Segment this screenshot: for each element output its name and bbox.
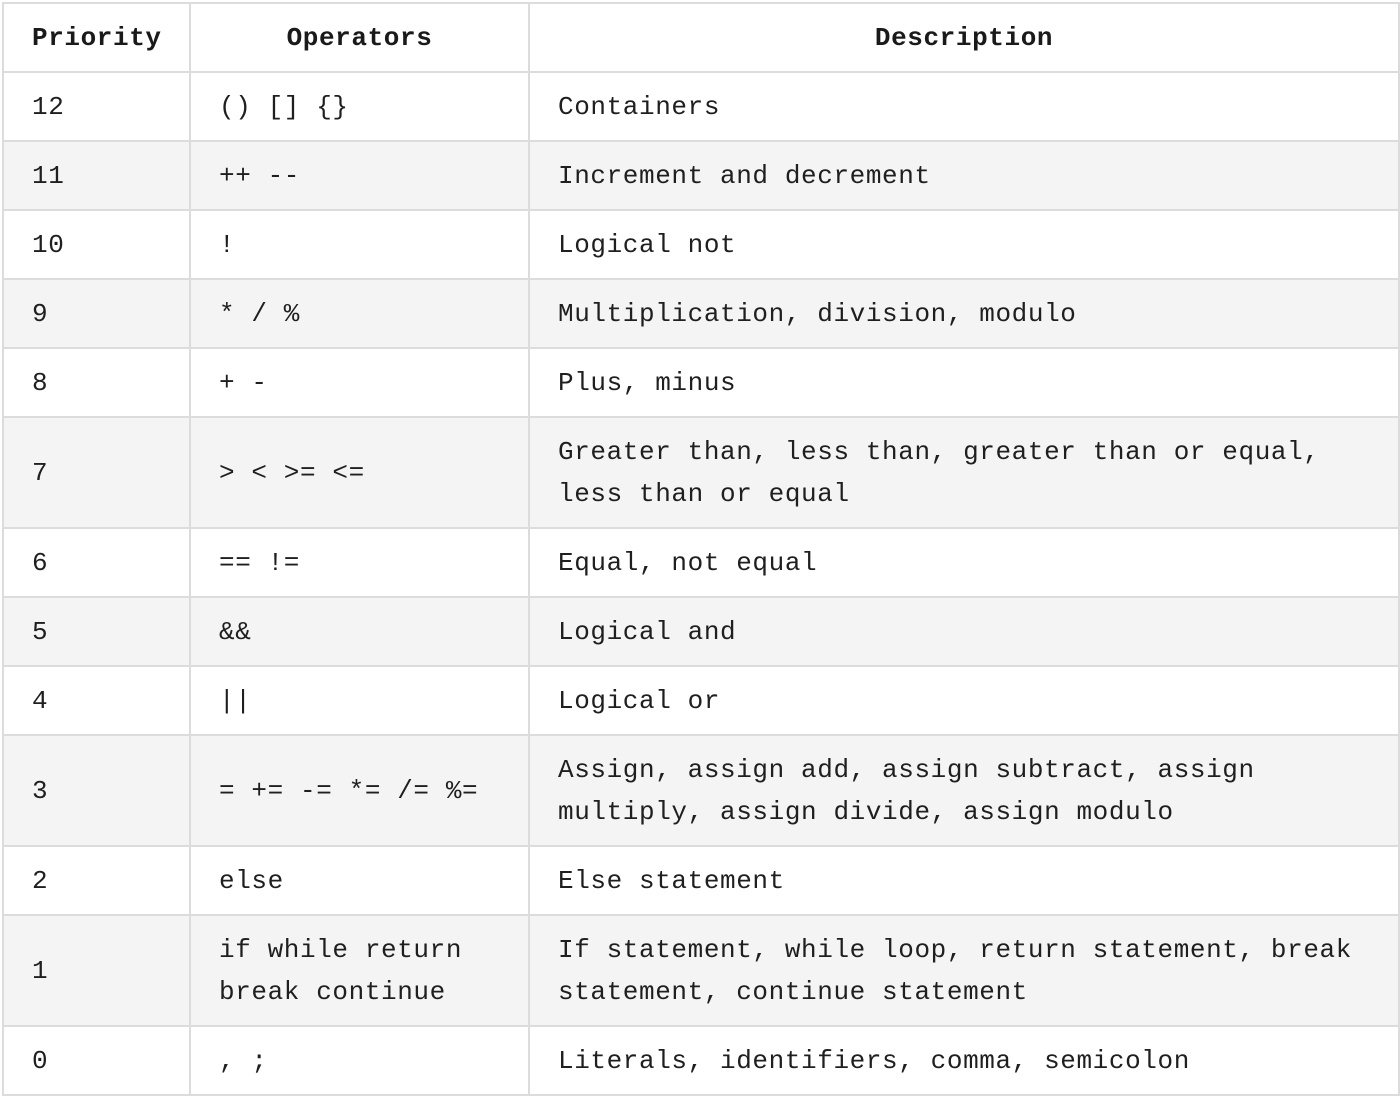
table-row: 4 || Logical or [2,665,1400,736]
operators-cell: if while return break continue [189,914,530,1027]
priority-cell: 11 [2,140,191,211]
description-cell: Logical and [528,596,1400,667]
description-cell: Increment and decrement [528,140,1400,211]
priority-cell: 0 [2,1025,191,1096]
description-cell: Equal, not equal [528,527,1400,598]
operators-cell: > < >= <= [189,416,530,529]
table-header-row: Priority Operators Description [2,2,1400,73]
priority-cell: 4 [2,665,191,736]
description-cell: Literals, identifiers, comma, semicolon [528,1025,1400,1096]
description-cell: If statement, while loop, return stateme… [528,914,1400,1027]
operators-cell: == != [189,527,530,598]
operators-cell: || [189,665,530,736]
description-cell: Plus, minus [528,347,1400,418]
description-cell: Greater than, less than, greater than or… [528,416,1400,529]
table-row: 12 () [] {} Containers [2,71,1400,142]
table-row: 9 * / % Multiplication, division, modulo [2,278,1400,349]
priority-cell: 8 [2,347,191,418]
table-row: 7 > < >= <= Greater than, less than, gre… [2,416,1400,529]
table-row: 10 ! Logical not [2,209,1400,280]
priority-cell: 10 [2,209,191,280]
table-row: 5 && Logical and [2,596,1400,667]
column-header-operators: Operators [189,2,530,73]
table-row: 8 + - Plus, minus [2,347,1400,418]
priority-cell: 6 [2,527,191,598]
priority-cell: 2 [2,845,191,916]
column-header-priority: Priority [2,2,191,73]
table-row: 0 , ; Literals, identifiers, comma, semi… [2,1025,1400,1096]
description-cell: Else statement [528,845,1400,916]
operators-cell: + - [189,347,530,418]
priority-cell: 1 [2,914,191,1027]
priority-cell: 3 [2,734,191,847]
priority-cell: 9 [2,278,191,349]
operators-cell: , ; [189,1025,530,1096]
table-row: 11 ++ -- Increment and decrement [2,140,1400,211]
table-row: 6 == != Equal, not equal [2,527,1400,598]
table-row: 2 else Else statement [2,845,1400,916]
operators-cell: ++ -- [189,140,530,211]
table-row: 1 if while return break continue If stat… [2,914,1400,1027]
description-cell: Containers [528,71,1400,142]
description-cell: Logical not [528,209,1400,280]
table-row: 3 = += -= *= /= %= Assign, assign add, a… [2,734,1400,847]
priority-cell: 7 [2,416,191,529]
operators-cell: = += -= *= /= %= [189,734,530,847]
operators-cell: else [189,845,530,916]
priority-cell: 12 [2,71,191,142]
operators-cell: && [189,596,530,667]
description-cell: Logical or [528,665,1400,736]
column-header-description: Description [528,2,1400,73]
priority-cell: 5 [2,596,191,667]
operators-cell: * / % [189,278,530,349]
description-cell: Assign, assign add, assign subtract, ass… [528,734,1400,847]
operators-cell: ! [189,209,530,280]
operators-cell: () [] {} [189,71,530,142]
description-cell: Multiplication, division, modulo [528,278,1400,349]
